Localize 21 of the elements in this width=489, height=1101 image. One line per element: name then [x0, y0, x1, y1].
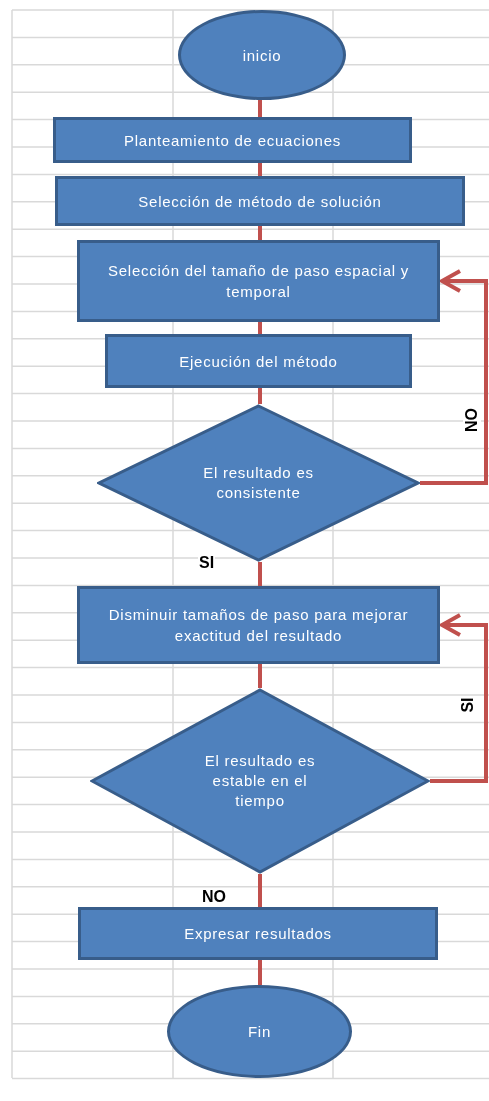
connector-line — [258, 960, 262, 985]
terminal-ellipse: Fin — [167, 985, 352, 1078]
connector-line — [258, 388, 262, 404]
connector-line — [258, 874, 262, 907]
arrow — [430, 613, 488, 783]
process-box: Selección de método de solución — [55, 176, 465, 226]
process-box: Disminuir tamaños de paso para mejorar exactitud del resultado — [77, 586, 440, 664]
decision-diamond: El resultado es estable en el tiempo — [90, 688, 430, 874]
process-box: Ejecución del método — [105, 334, 412, 388]
connector-line — [258, 163, 262, 176]
terminal-ellipse: inicio — [178, 10, 346, 100]
connector-line — [258, 322, 262, 334]
process-box: Expresar resultados — [78, 907, 438, 960]
edge-label: NO — [463, 407, 481, 433]
process-box: Planteamiento de ecuaciones — [53, 117, 412, 163]
connector-line — [258, 100, 262, 117]
connector-line — [258, 226, 262, 240]
connector-line — [258, 664, 262, 688]
connector-line — [258, 562, 262, 586]
process-box: Selección del tamaño de paso espacial y temporal — [77, 240, 440, 322]
arrow — [420, 269, 488, 485]
